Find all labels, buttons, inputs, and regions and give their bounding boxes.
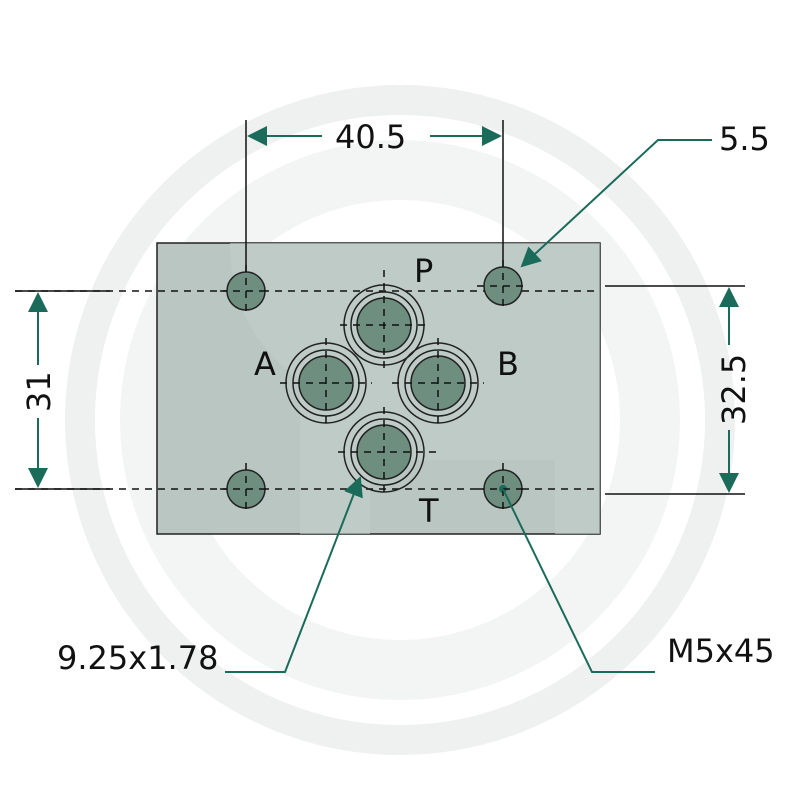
port-b xyxy=(392,338,484,428)
screw-leader: M5x45 xyxy=(502,488,775,673)
dimension-right-vertical: 32.5 xyxy=(715,287,753,493)
dimension-32-5: 32.5 xyxy=(715,354,753,425)
dimension-5-5: 5.5 xyxy=(719,120,770,158)
port-p xyxy=(340,270,428,370)
oring-leader: 9.25x1.78 xyxy=(57,476,363,677)
dimension-horizontal: 40.5 xyxy=(247,118,502,156)
port-label-a: A xyxy=(254,345,276,383)
mounting-hole-bottom-left xyxy=(220,463,272,515)
port-a xyxy=(280,338,372,428)
ports xyxy=(280,270,484,497)
port-label-p: P xyxy=(414,252,433,290)
mounting-hole-top-right xyxy=(477,260,529,312)
port-t xyxy=(338,407,440,497)
mounting-hole-top-left xyxy=(220,265,272,317)
dimension-31: 31 xyxy=(20,371,58,412)
dimension-oring: 9.25x1.78 xyxy=(57,639,218,677)
watermark-logo xyxy=(65,85,735,755)
dimension-left-vertical: 31 xyxy=(20,292,58,488)
port-label-b: B xyxy=(497,345,519,383)
port-label-t: T xyxy=(418,492,439,530)
dimension-40-5: 40.5 xyxy=(335,118,406,156)
dimension-hole-diameter: 5.5 xyxy=(520,120,770,268)
dimension-screw: M5x45 xyxy=(667,632,775,670)
